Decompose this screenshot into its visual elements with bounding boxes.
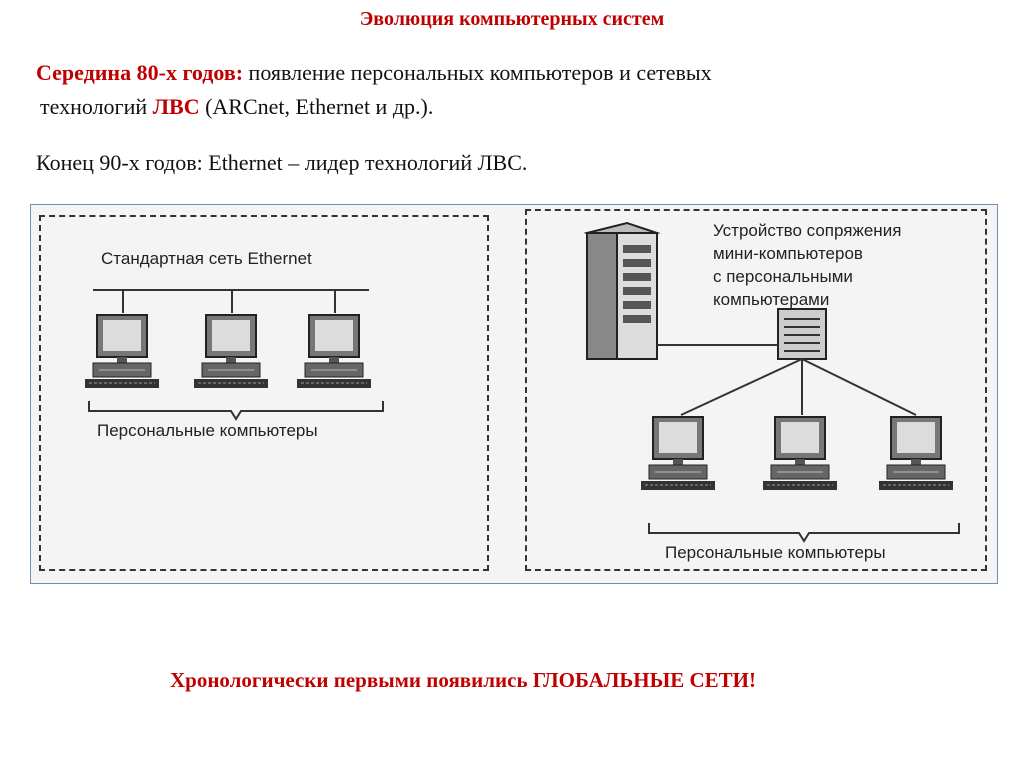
end-90s-line: Конец 90-х годов: Ethernet – лидер техно… [36,148,527,178]
left-pcs-brace [89,401,383,419]
mid-80s-line-2: технологий ЛВС (ARCnet, Ethernet и др.). [40,92,433,122]
mid-80s-text-3: (ARCnet, Ethernet и др.). [200,94,434,119]
mid-80s-text-2: технологий [40,94,153,119]
mid-80s-text: появление персональных компьютеров и сет… [243,60,712,85]
network-diagram: Стандартная сеть Ethernet Персональные к… [30,204,998,584]
interface-device-label: Устройство сопряжения мини-компьютеров с… [713,219,901,311]
slide-title: Эволюция компьютерных систем [0,8,1024,31]
lan-term: ЛВС [153,94,200,119]
ethernet-bus [93,290,369,313]
mini-computer-icon [587,223,657,359]
right-pcs-brace [649,523,959,541]
pc-icon [85,315,159,388]
pc-icon [763,417,837,490]
left-pcs-label: Персональные компьютеры [97,421,318,441]
pc-icon [194,315,268,388]
pc-icon [879,417,953,490]
device-label-line: Устройство сопряжения [713,219,901,242]
pc-icon [297,315,371,388]
device-label-line: компьютерами [713,288,901,311]
right-pcs-label: Персональные компьютеры [665,543,886,563]
ethernet-network-label: Стандартная сеть Ethernet [101,249,312,269]
mid-80s-line: Середина 80-х годов: появление персональ… [36,58,712,88]
bottom-note: Хронологически первыми появились ГЛОБАЛЬ… [0,668,926,693]
pc-icon [641,417,715,490]
mid-80s-label: Середина 80-х годов: [36,60,243,85]
interface-device-icon [778,309,826,359]
device-label-line: с персональными [713,265,901,288]
device-label-line: мини-компьютеров [713,242,901,265]
